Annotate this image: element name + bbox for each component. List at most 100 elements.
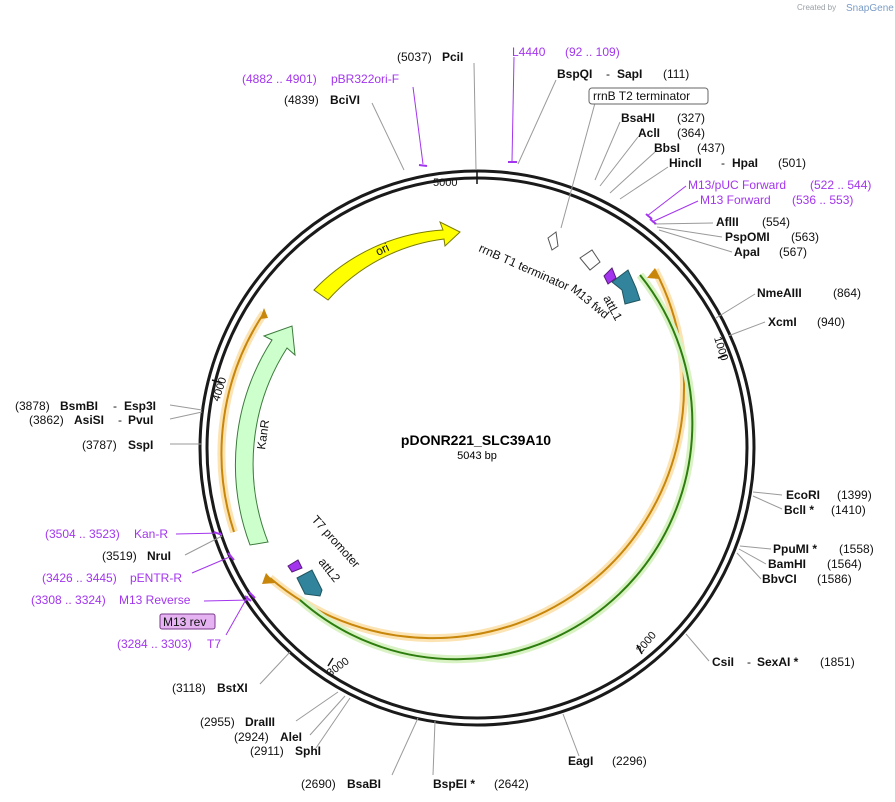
- primer-m13-forward[interactable]: M13 Forward (536 .. 553): [700, 193, 853, 207]
- svg-text:(2955): (2955): [200, 715, 235, 729]
- site-bspei[interactable]: (2690) BsaBI BspEI * (2642): [301, 777, 529, 791]
- svg-text:PspOMI: PspOMI: [725, 230, 770, 244]
- site-acli[interactable]: AclI (364): [638, 126, 705, 140]
- site-bspqi-sapi[interactable]: BspQI - SapI (111): [557, 67, 689, 81]
- primer-l4440[interactable]: L4440 (92 .. 109): [512, 45, 620, 59]
- svg-text:(940): (940): [817, 315, 845, 329]
- svg-text:Created by: Created by: [797, 3, 836, 12]
- site-asisi-pvui[interactable]: (3862) AsiSI - PvuI: [29, 413, 153, 427]
- site-bsahi[interactable]: BsaHI (327): [621, 111, 705, 125]
- green-track: [297, 272, 697, 664]
- svg-text:(2296): (2296): [612, 754, 647, 768]
- site-bstxi[interactable]: (3118) BstXI: [172, 681, 248, 695]
- site-nmeaiii[interactable]: NmeAIII (864): [757, 286, 861, 300]
- svg-text:(5037): (5037): [397, 50, 432, 64]
- site-apai[interactable]: ApaI (567): [734, 245, 807, 259]
- primer-pbr322ori-f[interactable]: (4882 .. 4901) pBR322ori-F: [242, 72, 399, 86]
- svg-text:CsiI: CsiI: [712, 655, 734, 669]
- site-bsmbi-esp3i[interactable]: (3878) BsmBI - Esp3I: [15, 399, 156, 413]
- primer-t7[interactable]: (3284 .. 3303) T7: [117, 637, 221, 651]
- primer-kan-r[interactable]: (3504 .. 3523) Kan-R: [45, 527, 168, 541]
- feature-rrnb-t2[interactable]: rrnB T2 terminator: [588, 87, 709, 105]
- site-ppumi[interactable]: PpuMI * (1558): [773, 542, 874, 556]
- t7-primer-mark: [287, 559, 303, 573]
- site-draiii[interactable]: (2955) DraIII: [200, 715, 275, 729]
- svg-text:BciVI: BciVI: [330, 93, 360, 107]
- site-alei[interactable]: (2924) AleI: [234, 730, 302, 744]
- tick-1000: [717, 354, 728, 359]
- attl2-feature[interactable]: attL2 T7 promoter: [287, 513, 363, 597]
- svg-text:(4882 .. 4901): (4882 .. 4901): [242, 72, 317, 86]
- svg-text:(111): (111): [663, 67, 689, 81]
- svg-text:(1851): (1851): [820, 655, 855, 669]
- site-aflii[interactable]: AflII (554): [716, 215, 790, 229]
- site-bcivi[interactable]: (4839) BciVI: [284, 93, 360, 107]
- attl1-feature[interactable]: attL1 M13 fwd: [568, 267, 641, 323]
- svg-text:PvuI: PvuI: [128, 413, 153, 427]
- svg-text:Esp3I: Esp3I: [124, 399, 156, 413]
- svg-text:Kan-R: Kan-R: [134, 527, 168, 541]
- svg-text:(3862): (3862): [29, 413, 64, 427]
- svg-text:BspEI *: BspEI *: [433, 777, 475, 791]
- svg-text:-: -: [721, 156, 725, 170]
- svg-text:M13 Forward: M13 Forward: [700, 193, 771, 207]
- ori-label: ori: [373, 240, 391, 258]
- kanr-feature[interactable]: KanR: [235, 325, 296, 546]
- svg-text:(1410): (1410): [831, 503, 866, 517]
- svg-text:(2911): (2911): [250, 744, 284, 758]
- site-xcmi[interactable]: XcmI (940): [768, 315, 845, 329]
- site-bamhi[interactable]: BamHI (1564): [768, 557, 862, 571]
- svg-text:SspI: SspI: [128, 438, 153, 452]
- primer-m13-puc-forward[interactable]: M13/pUC Forward (522 .. 544): [688, 178, 871, 192]
- svg-text:(1586): (1586): [817, 572, 852, 586]
- svg-text:BbsI: BbsI: [654, 141, 680, 155]
- svg-text:HpaI: HpaI: [732, 156, 758, 170]
- site-sspi[interactable]: (3787) SspI: [82, 438, 153, 452]
- site-bcli[interactable]: BclI * (1410): [784, 503, 866, 517]
- svg-text:(3284 .. 3303): (3284 .. 3303): [117, 637, 192, 651]
- svg-text:(2642): (2642): [494, 777, 529, 791]
- svg-text:pENTR-R: pENTR-R: [130, 571, 182, 585]
- leader-lines: [169, 56, 783, 776]
- svg-text:(4839): (4839): [284, 93, 319, 107]
- orange-arrowhead-bottom: [262, 573, 275, 584]
- primer-pentr-r[interactable]: (3426 .. 3445) pENTR-R: [42, 571, 182, 585]
- svg-text:BsmBI: BsmBI: [60, 399, 98, 413]
- site-pcii[interactable]: (5037) PciI: [397, 50, 463, 64]
- svg-text:ApaI: ApaI: [734, 245, 760, 259]
- snapgene-credit: Created by SnapGene: [797, 3, 894, 14]
- svg-text:(364): (364): [677, 126, 705, 140]
- site-bbvci[interactable]: BbvCI (1586): [762, 572, 852, 586]
- primer-m13-reverse[interactable]: (3308 .. 3324) M13 Reverse: [31, 593, 191, 607]
- site-ecori[interactable]: EcoRI (1399): [786, 488, 872, 502]
- svg-text:M13 Reverse: M13 Reverse: [119, 593, 191, 607]
- svg-text:(864): (864): [833, 286, 861, 300]
- site-bbsi[interactable]: BbsI (437): [654, 141, 725, 155]
- svg-text:(522 .. 544): (522 .. 544): [810, 178, 871, 192]
- svg-text:EcoRI: EcoRI: [786, 488, 820, 502]
- svg-text:BbvCI: BbvCI: [762, 572, 797, 586]
- svg-text:BsaBI: BsaBI: [347, 777, 381, 791]
- attl2-label: attL2: [316, 555, 344, 585]
- svg-text:(3787): (3787): [82, 438, 117, 452]
- site-csii-sexai[interactable]: CsiI - SexAI * (1851): [712, 655, 855, 669]
- svg-text:NruI: NruI: [147, 549, 171, 563]
- rrnb-t1-label: rrnB T1 terminator: [477, 241, 571, 293]
- tick-label-3000: 3000: [325, 655, 352, 679]
- site-pspomi[interactable]: PspOMI (563): [725, 230, 819, 244]
- site-hincii-hpai[interactable]: HincII - HpaI (501): [669, 156, 806, 170]
- svg-text:(3308 .. 3324): (3308 .. 3324): [31, 593, 106, 607]
- svg-text:DraIII: DraIII: [245, 715, 275, 729]
- feature-m13-rev[interactable]: M13 rev: [159, 613, 216, 630]
- svg-text:M13/pUC Forward: M13/pUC Forward: [688, 178, 786, 192]
- tick-3000: [327, 657, 334, 667]
- svg-text:(92 .. 109): (92 .. 109): [565, 45, 620, 59]
- site-eagi[interactable]: EagI (2296): [568, 754, 647, 768]
- site-nrui[interactable]: (3519) NruI: [102, 549, 171, 563]
- svg-text:SnapGene: SnapGene: [846, 3, 894, 14]
- ori-feature[interactable]: ori: [313, 220, 461, 301]
- backbone-outer: [198, 169, 756, 727]
- tick-label-1000: 1000: [711, 335, 730, 362]
- site-sphi[interactable]: (2911) SphI: [250, 744, 321, 758]
